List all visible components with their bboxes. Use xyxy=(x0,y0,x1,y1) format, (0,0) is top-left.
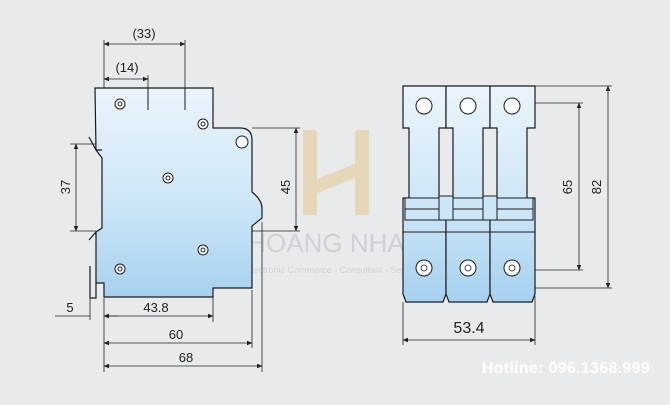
pole-1 xyxy=(402,85,447,303)
dim-bottom-2: 60 xyxy=(169,327,183,342)
dim-top-outer: (33) xyxy=(132,26,155,41)
dim-width: 53.4 xyxy=(453,320,484,337)
front-view: 65 82 53.4 xyxy=(402,85,612,345)
side-view-body xyxy=(94,87,263,298)
dim-bottom-1: 43.8 xyxy=(143,300,168,315)
watermark-brand: HOANG NHAT xyxy=(247,228,419,258)
dim-outer-height: 82 xyxy=(589,180,604,194)
dim-right-height: 45 xyxy=(278,180,293,194)
dim-top-inner: (14) xyxy=(115,60,138,75)
watermark-logo xyxy=(303,130,369,215)
side-view: (33) (14) 37 45 5 43.8 60 68 xyxy=(55,26,300,372)
pole-2 xyxy=(445,85,491,303)
dim-inner-height: 65 xyxy=(560,180,575,194)
dim-left-height: 37 xyxy=(58,180,73,194)
watermark-tagline: Electronic Commerce - Consultant - Servi… xyxy=(245,265,420,275)
dim-bottom-left: 5 xyxy=(66,300,73,315)
dim-bottom-3: 68 xyxy=(179,350,193,365)
hotline-text: Hotline: 096.1368.999 xyxy=(481,360,650,377)
pole-3 xyxy=(489,85,536,303)
